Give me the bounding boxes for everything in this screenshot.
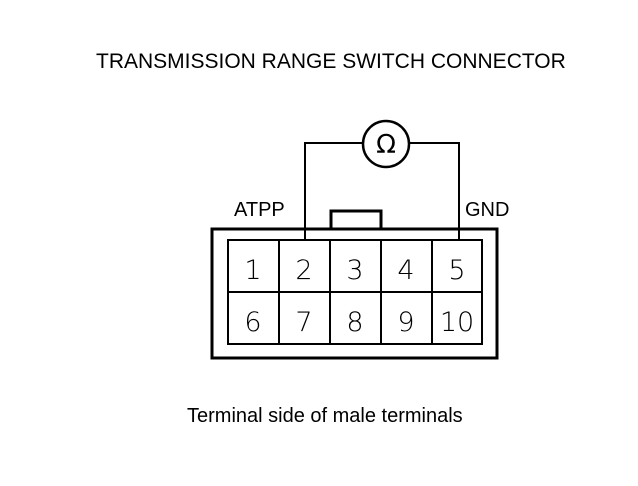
connector-outline	[210, 227, 499, 360]
ohmmeter-circle	[361, 119, 411, 169]
gnd-label: GND	[465, 199, 510, 221]
ohmmeter-wiring	[304, 142, 460, 240]
terminal-9: 9	[397, 307, 414, 338]
terminal-6: 6	[244, 307, 261, 338]
terminal-10: 10	[440, 307, 474, 338]
wire-to-terminal-2	[304, 142, 363, 240]
connector-housing	[210, 209, 499, 360]
diagram-title: TRANSMISSION RANGE SWITCH CONNECTOR	[96, 50, 566, 73]
connector-lock-tab	[329, 209, 383, 231]
terminal-1: 1	[244, 255, 261, 286]
ohm-symbol-icon: Ω	[376, 130, 396, 160]
terminal-5: 5	[448, 255, 465, 286]
atpp-label: ATPP	[234, 199, 285, 221]
terminal-numbers: 1 2 3 4 5 6 7 8 9 10	[244, 255, 474, 338]
diagram-caption: Terminal side of male terminals	[187, 405, 463, 427]
terminal-4: 4	[397, 255, 414, 286]
wire-to-terminal-5	[410, 142, 460, 240]
terminal-3: 3	[346, 255, 363, 286]
terminal-8: 8	[346, 307, 363, 338]
terminal-7: 7	[295, 307, 312, 338]
terminal-2: 2	[295, 255, 312, 286]
ohmmeter: Ω	[361, 119, 411, 169]
